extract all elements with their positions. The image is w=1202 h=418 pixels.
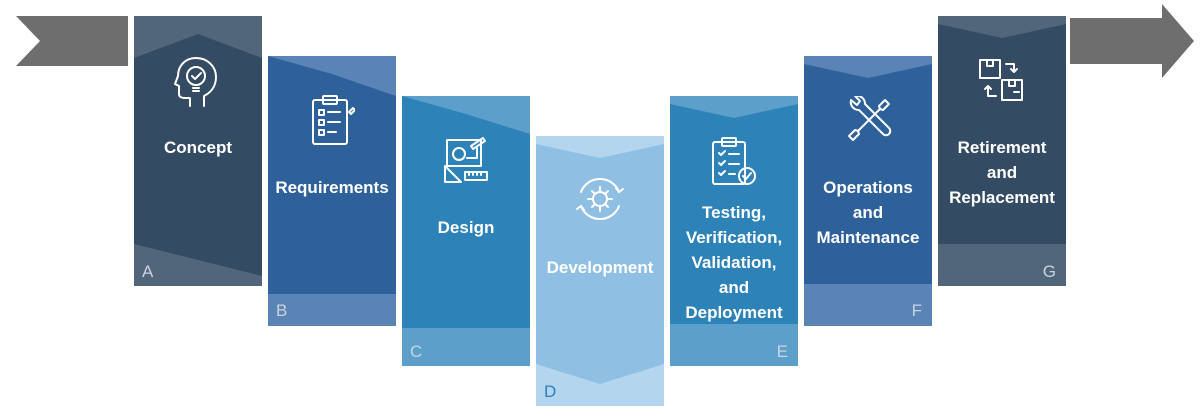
stage-design: Design C <box>402 96 530 366</box>
stage-retirement: Retirement and Replacement G <box>938 16 1066 286</box>
stage-requirements-letter: B <box>276 301 288 320</box>
stage-requirements-label: Requirements <box>275 178 389 197</box>
stage-operations-label: Operations and Maintenance <box>804 175 932 250</box>
start-chevron-arrow <box>16 16 128 66</box>
stage-retirement-label-line-2: and <box>986 163 1018 182</box>
stage-retirement-label-line-3: Replacement <box>949 188 1055 207</box>
stage-requirements: Requirements B <box>268 56 396 326</box>
stage-testing-label-line-5: Deployment <box>685 303 783 322</box>
stage-concept-label: Concept <box>164 138 232 157</box>
head-idea-icon <box>134 56 262 108</box>
stage-operations: Operations and Maintenance F <box>804 56 932 326</box>
clipboard-verified-icon <box>670 136 798 188</box>
stage-testing: Testing, Verification, Validation, and D… <box>670 96 798 366</box>
stage-testing-label-line-4: and <box>718 278 750 297</box>
stage-operations-label-line-2: and <box>852 203 884 222</box>
stage-testing-label-line-1: Testing, <box>702 203 766 222</box>
stage-development-label: Development <box>546 258 654 277</box>
wrench-screwdriver-icon <box>804 96 932 146</box>
stage-retirement-label: Retirement and Replacement <box>938 135 1066 210</box>
stage-concept-letter: A <box>142 262 154 281</box>
stage-operations-label-line-1: Operations <box>823 178 913 197</box>
stage-testing-label: Testing, Verification, Validation, and D… <box>670 200 798 325</box>
stage-testing-label-line-2: Verification, <box>685 228 783 247</box>
stage-retirement-letter: G <box>1042 262 1056 281</box>
boxes-exchange-icon <box>938 56 1066 106</box>
stage-design-label: Design <box>437 218 495 237</box>
stage-testing-label-line-3: Validation, <box>691 253 777 272</box>
stage-design-letter: C <box>410 342 423 361</box>
stage-concept: Concept A <box>134 16 262 286</box>
end-arrow <box>1070 4 1194 78</box>
clipboard-checklist-icon <box>268 94 396 146</box>
gear-cycle-icon <box>536 174 664 224</box>
stage-operations-label-line-3: Maintenance <box>816 228 920 247</box>
stage-operations-letter: F <box>911 301 922 320</box>
design-tools-icon <box>402 136 530 186</box>
stage-testing-letter: E <box>776 342 788 361</box>
stage-retirement-label-line-1: Retirement <box>957 138 1047 157</box>
stage-development: Development D <box>536 136 664 406</box>
stage-development-letter: D <box>544 382 557 401</box>
